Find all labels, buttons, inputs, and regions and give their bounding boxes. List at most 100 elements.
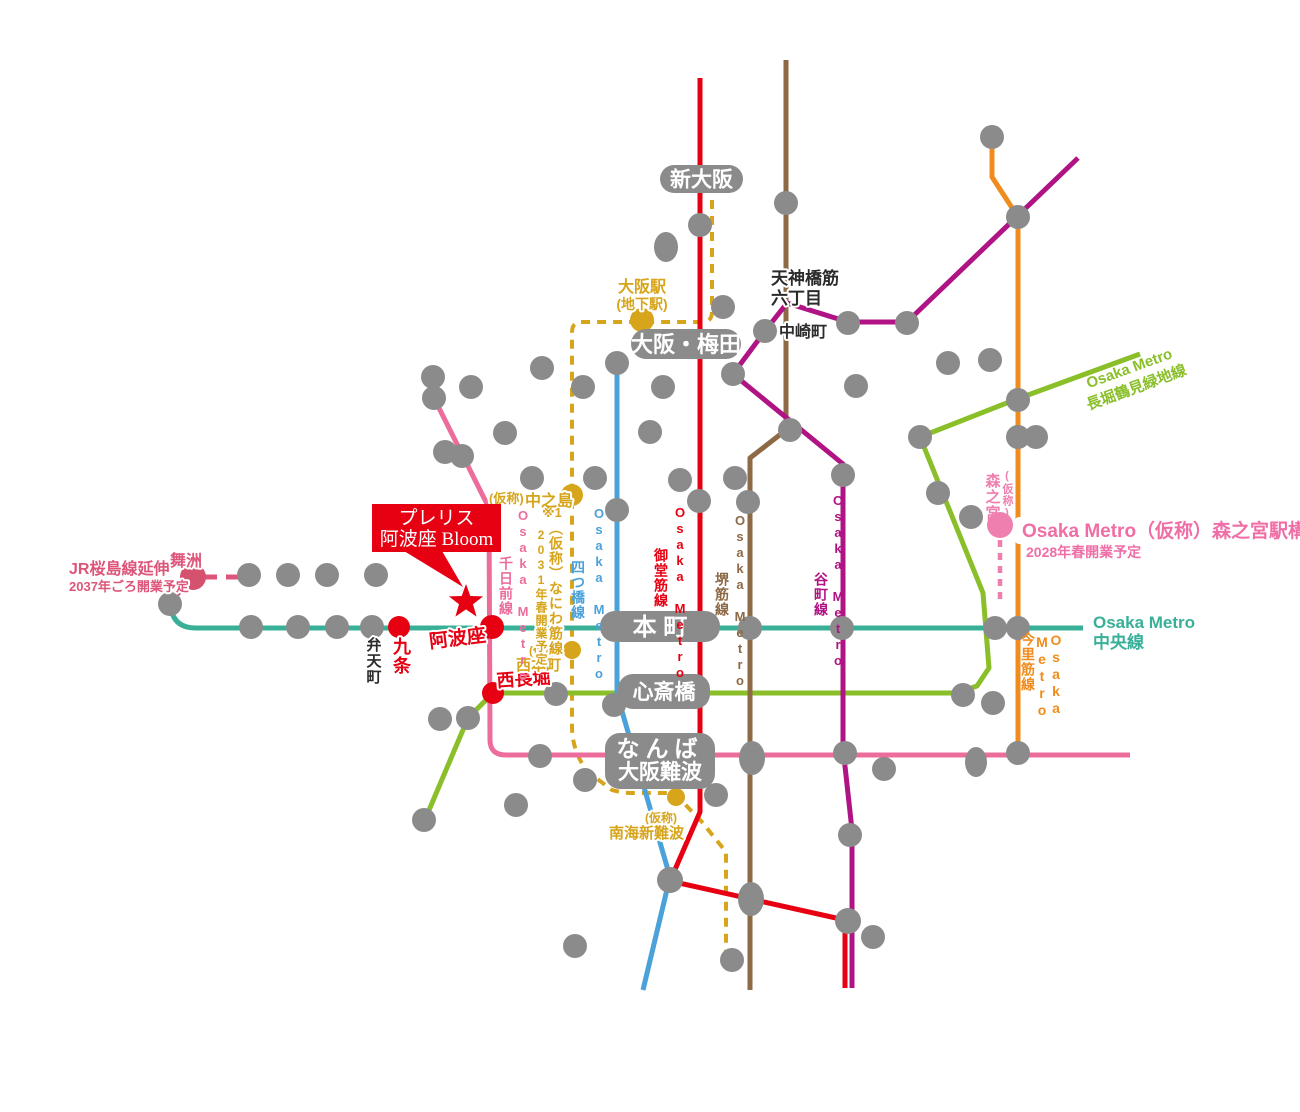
station-dot [951, 683, 975, 707]
station-dot [528, 744, 552, 768]
label-midosuji: 御堂筋線 [653, 547, 669, 608]
station-dot [704, 783, 728, 807]
station-dot [1006, 741, 1030, 765]
station-dot [1006, 425, 1030, 449]
pill-namba-label: 大阪難波 [618, 760, 703, 784]
label-tanimachi: 谷町線 [813, 572, 829, 617]
station-maishima-planned [180, 564, 206, 590]
sennichimae-line [431, 396, 1130, 758]
station-dot [158, 592, 182, 616]
label-sennichimae: 千日前線 [498, 555, 514, 616]
station-dot [605, 351, 629, 375]
station-dot [654, 232, 678, 262]
station-dot [1006, 388, 1030, 412]
label-sakaisuji: 堺筋線 [714, 571, 730, 617]
prelis-awaza-bloom-box-label: プレリス [398, 507, 474, 529]
station-dot [315, 563, 339, 587]
prelis-awaza-bloom-pointer [404, 551, 463, 587]
station-dot [711, 295, 735, 319]
pill-shinsaibashi [618, 674, 710, 709]
station-dot [493, 421, 517, 445]
pill-osaka-umeda-label: 大阪・梅田 [631, 332, 741, 357]
station-dot [1024, 425, 1048, 449]
jr-sakurajima-extension-dash-west [170, 584, 186, 603]
label-morinomiya-plan: Osaka Metro（仮称）森之宮駅構想 [1022, 519, 1300, 542]
label-naniwasuji-note: ※1 [542, 505, 562, 520]
station-dot [605, 498, 629, 522]
station-dot [286, 615, 310, 639]
label-imazato-brand1: Osaka [1048, 632, 1064, 717]
station-dot [668, 468, 692, 492]
station-dot [739, 741, 765, 775]
label-tenjimbashisuji-1: 天神橋筋 [771, 268, 839, 288]
label-jr-sakurajima-ext: JR桜島線延伸 [69, 559, 169, 578]
station-dot [872, 757, 896, 781]
label-nakazakicho: 中崎町 [779, 322, 827, 341]
station-kujo [388, 616, 410, 638]
station-dot [723, 466, 747, 490]
label-maishima: 舞洲 [170, 551, 202, 570]
label-morinomiya-date-bg [1021, 542, 1143, 561]
label-yotsubashi: 四つ橋線 [570, 560, 586, 620]
label-jr-sakurajima-date: 2037年ごろ開業予定 [69, 579, 189, 594]
station-nishinagahori [482, 682, 504, 704]
label-imazato: 今里筋線 [1020, 631, 1036, 692]
station-dot [844, 374, 868, 398]
station-dot [736, 490, 760, 514]
station-dot [965, 747, 987, 777]
station-dot [831, 463, 855, 487]
label-tanimachi-brand: Osaka Metro [831, 493, 846, 669]
label-osaka-station: 大阪駅 [618, 277, 667, 296]
label-naniwasuji-date: 2031年春開業予定 [534, 528, 548, 666]
station-morinomiya [959, 505, 983, 529]
label-morinomiya: 森之宮 [984, 472, 1001, 521]
label-nishihommachi: 西本町 [516, 656, 561, 674]
station-dot [563, 934, 587, 958]
station-dot [720, 948, 744, 972]
station-dot [520, 466, 544, 490]
station-daikokucho [657, 867, 683, 893]
station-dot [926, 481, 950, 505]
label-morinomiya-kasho: (仮称) [1001, 470, 1015, 520]
imazato-suji-line [989, 137, 1021, 753]
label-nishinagahori: 西長堀 [496, 667, 551, 691]
station-dot [687, 489, 711, 513]
station-dot [239, 615, 263, 639]
property-location-star-icon [448, 584, 484, 617]
station-dot [830, 616, 854, 640]
label-chuo: 中央線 [1093, 632, 1144, 652]
station-nishihommachi-planned [563, 641, 581, 659]
station-nakanoshima-planned [561, 484, 583, 506]
pill-shinsaibashi-label: 心斎橋 [633, 680, 697, 704]
sakaisuji-line [747, 60, 789, 990]
station-dot [1006, 616, 1030, 640]
station-dot [833, 741, 857, 765]
prelis-awaza-bloom-box-label: 阿波座 Bloom [380, 528, 494, 550]
station-dot [573, 768, 597, 792]
station-nakazakicho [753, 319, 777, 343]
label-sennichimae-brand: Osaka Metro [516, 508, 531, 684]
station-dot [835, 908, 861, 934]
station-dot [1006, 205, 1030, 229]
pill-hommachi-label: 本 町 [633, 614, 688, 641]
station-dot [421, 365, 445, 389]
label-naniwasuji: （仮称）なにわ筋線 [548, 521, 564, 656]
label-nankai-kasho: (仮称) [645, 810, 677, 825]
prelis-awaza-bloom-box [372, 504, 501, 552]
station-dot [983, 616, 1007, 640]
station-dot [583, 466, 607, 490]
station-dot [530, 356, 554, 380]
station-dot [981, 691, 1005, 715]
label-tenjimbashisuji-2: 六丁目 [771, 288, 822, 308]
tanimachi-line [730, 156, 1080, 988]
station-dot [459, 375, 483, 399]
station-dot [422, 386, 446, 410]
station-dot [838, 823, 862, 847]
label-chuo-brand: Osaka Metro [1093, 613, 1195, 632]
station-dot [450, 444, 474, 468]
label-sakaisuji-brand: Osaka Metro [733, 513, 748, 689]
station-dot [936, 351, 960, 375]
station-dot [504, 793, 528, 817]
pill-namba [605, 733, 715, 789]
